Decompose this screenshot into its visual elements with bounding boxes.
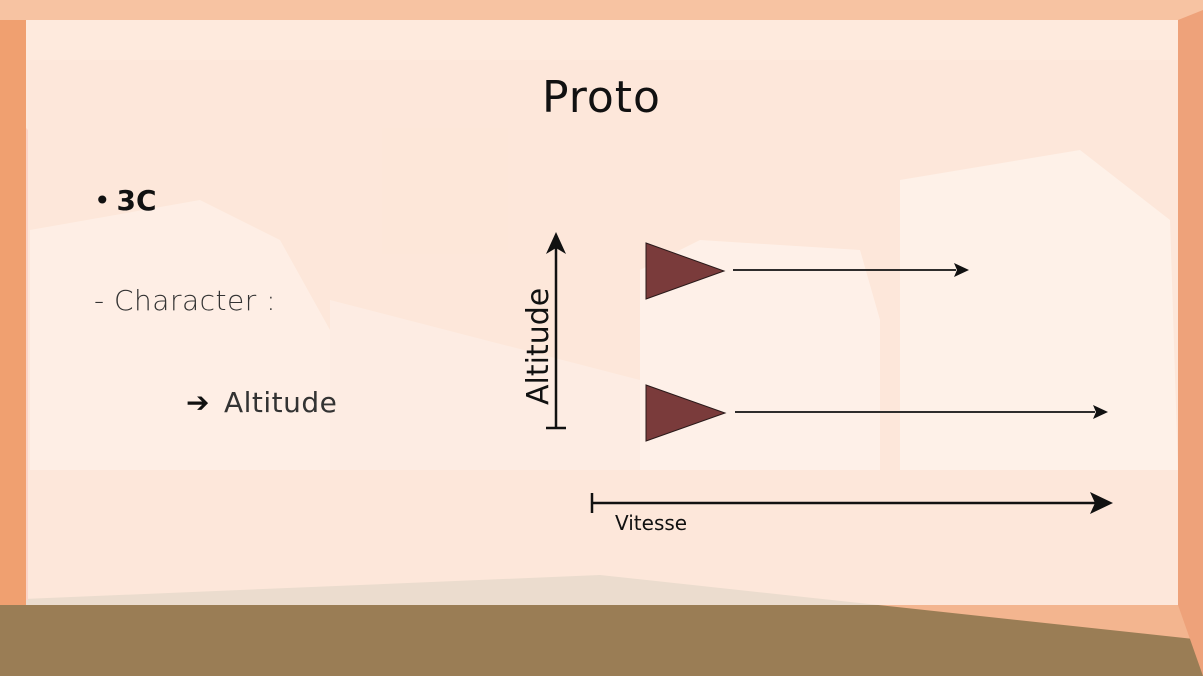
sub-sub-item-text: Altitude <box>223 386 338 419</box>
altitude-axis-label: Altitude <box>521 288 556 405</box>
slide-title: Proto <box>542 72 661 123</box>
sub-sub-item: ➔ Altitude <box>186 386 337 419</box>
right-arrow-icon: ➔ <box>186 386 210 419</box>
high-speed-arrow <box>733 263 969 277</box>
character-marker-low <box>645 384 727 442</box>
speed-axis-label: Vitesse <box>615 511 687 535</box>
altitude-axis <box>546 232 566 430</box>
bullet-text: 3C <box>116 184 157 217</box>
speed-axis <box>590 492 1113 514</box>
bullet-item: •3C <box>94 184 157 217</box>
content-panel <box>26 20 1178 605</box>
sub-item: - Character : <box>94 284 277 317</box>
character-marker-high <box>645 242 726 300</box>
bullet-dot-icon: • <box>94 184 111 217</box>
low-speed-arrow <box>735 405 1108 419</box>
